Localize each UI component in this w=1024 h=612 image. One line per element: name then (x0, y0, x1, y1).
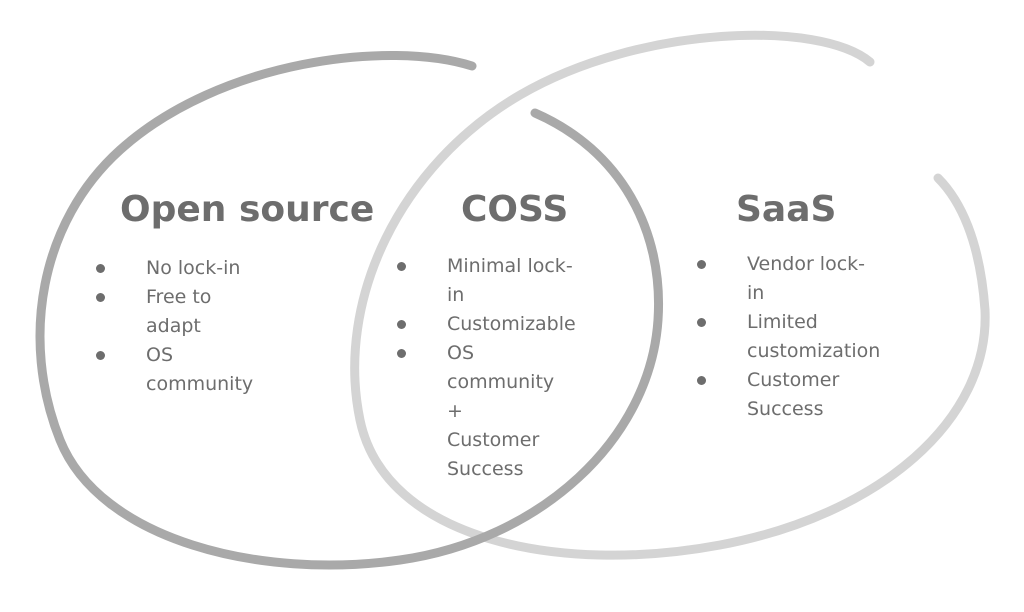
list-item-text: No lock-in (146, 257, 241, 279)
bullet-icon (697, 376, 706, 385)
bullet-icon (697, 318, 706, 327)
list-item: OS community (96, 341, 253, 399)
coss-list: Minimal lock-in Customizable OS communit… (397, 252, 576, 484)
list-item: OS community + Customer Success (397, 339, 576, 484)
bullet-icon (697, 260, 706, 269)
bullet-icon (96, 293, 105, 302)
bullet-icon (96, 264, 105, 273)
bullet-icon (96, 351, 105, 360)
list-item-text: OS community (146, 344, 254, 395)
open-source-list: No lock-in Free to adapt OS community (96, 254, 253, 399)
saas-title: SaaS (736, 189, 837, 230)
list-item-text: Free to adapt (146, 286, 212, 337)
bullet-icon (397, 320, 406, 329)
list-item-text: Limited customization (747, 311, 881, 362)
list-item-text: Customizable (447, 313, 576, 335)
list-item: Customer Success (697, 366, 880, 424)
list-item: Customizable (397, 310, 576, 339)
list-item: No lock-in (96, 254, 253, 283)
open-source-title: Open source (120, 189, 375, 230)
saas-ring (350, 30, 990, 560)
saas-list: Vendor lock-in Limited customization Cus… (697, 250, 880, 424)
bullet-icon (397, 349, 406, 358)
coss-title: COSS (461, 189, 569, 230)
list-item-text: Vendor lock-in (747, 253, 865, 304)
list-item-text: OS community + Customer Success (447, 342, 555, 480)
open-source-ring (35, 51, 664, 570)
list-item-text: Minimal lock-in (447, 255, 573, 306)
list-item: Vendor lock-in (697, 250, 880, 308)
bullet-icon (397, 262, 406, 271)
list-item-text: Customer Success (747, 369, 840, 420)
list-item: Free to adapt (96, 283, 253, 341)
list-item: Minimal lock-in (397, 252, 576, 310)
list-item: Limited customization (697, 308, 880, 366)
